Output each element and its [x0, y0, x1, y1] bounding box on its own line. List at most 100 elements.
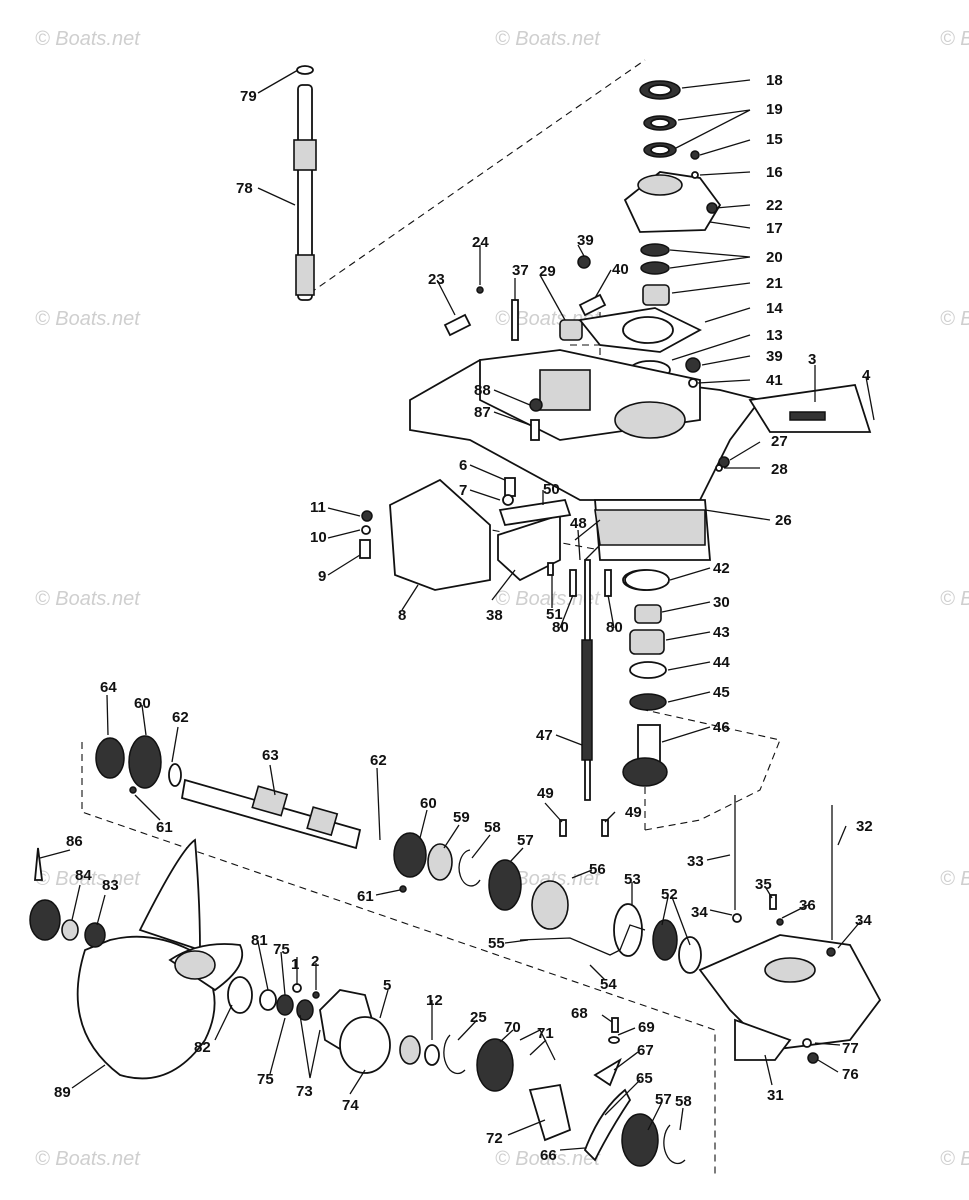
part-label: 35: [755, 876, 772, 893]
part-label: 57: [517, 832, 534, 849]
bearing-housing: [698, 795, 882, 1061]
part-label: 32: [856, 818, 873, 835]
watermark-text: © Boats.net: [35, 1148, 141, 1170]
part-label: 77: [842, 1040, 859, 1057]
part-label: 60: [420, 795, 437, 812]
part-label: 52: [661, 886, 678, 903]
part-label: 12: [426, 992, 443, 1009]
watermark-text: © Boats.net: [35, 588, 141, 610]
part-label: 6: [459, 457, 467, 474]
part-label: 42: [713, 560, 730, 577]
part-label: 80: [552, 619, 569, 636]
part-label: 14: [766, 300, 783, 317]
part-label: 18: [766, 72, 783, 89]
part-label: 51: [546, 606, 563, 623]
propeller-shaft: [95, 735, 362, 850]
part-label: 34: [855, 912, 872, 929]
part-label: 27: [771, 433, 788, 450]
part-label: 83: [102, 877, 119, 894]
bearing-stack: [578, 80, 722, 380]
part-label: 49: [625, 804, 642, 821]
part-label: 26: [775, 512, 792, 529]
part-label: 22: [766, 197, 783, 214]
part-label: 56: [589, 861, 606, 878]
watermark-text: © Boats.net: [940, 588, 969, 610]
part-label: 30: [713, 594, 730, 611]
pinion-stack: [622, 569, 668, 787]
watermark-text: © Boats.net: [940, 28, 969, 50]
part-label: 43: [713, 624, 730, 641]
part-label: 68: [571, 1005, 588, 1022]
watermark-text: © Boats.net: [940, 1148, 969, 1170]
part-label: 19: [766, 101, 783, 118]
forward-gear-group: [393, 832, 702, 974]
part-label: 13: [766, 327, 783, 344]
part-label: 36: [799, 897, 816, 914]
part-label: 57: [655, 1091, 672, 1108]
watermark-text: © Boats.net: [35, 868, 141, 890]
part-label: 45: [713, 684, 730, 701]
gear-housing: [409, 349, 762, 561]
part-label: 31: [767, 1087, 784, 1104]
part-label: 48: [570, 515, 587, 532]
part-label: 7: [459, 482, 467, 499]
part-label: 2: [311, 953, 319, 970]
part-label: 58: [675, 1093, 692, 1110]
part-label: 39: [577, 232, 594, 249]
part-label: 25: [470, 1009, 487, 1026]
part-label: 29: [539, 263, 556, 280]
trim-tab: [748, 384, 872, 433]
part-label: 37: [512, 262, 529, 279]
part-label: 15: [766, 131, 783, 148]
part-label: 55: [488, 935, 505, 952]
watermark-text: © Boats.net: [495, 28, 601, 50]
part-label: 79: [240, 88, 257, 105]
part-label: 50: [543, 481, 560, 498]
part-label: 47: [536, 727, 553, 744]
part-label: 71: [537, 1025, 554, 1042]
part-label: 10: [310, 529, 327, 546]
hardware: [34, 150, 836, 1064]
part-label: 58: [484, 819, 501, 836]
part-label: 88: [474, 382, 491, 399]
watermark-text: © Boats.net: [940, 308, 969, 330]
part-label: 86: [66, 833, 83, 850]
part-label: 69: [638, 1019, 655, 1036]
part-label: 40: [612, 261, 629, 278]
part-label: 4: [862, 367, 871, 384]
part-label: 28: [771, 461, 788, 478]
callout-lines: [39, 69, 875, 1151]
part-label: 76: [842, 1066, 859, 1083]
part-label: 81: [251, 932, 268, 949]
part-label: 62: [172, 709, 189, 726]
part-label: 16: [766, 164, 783, 181]
shift-rod: [574, 519, 601, 801]
part-label: 9: [318, 568, 326, 585]
propeller: [29, 838, 391, 1080]
part-label: 66: [540, 1147, 557, 1164]
part-label: 54: [600, 976, 617, 993]
part-label: 72: [486, 1130, 503, 1147]
part-label: 60: [134, 695, 151, 712]
part-label: 74: [342, 1097, 359, 1114]
part-label: 17: [766, 220, 783, 237]
part-label: 11: [310, 499, 326, 516]
part-label: 65: [636, 1070, 653, 1087]
part-label: 46: [713, 719, 730, 736]
part-label: 8: [398, 607, 406, 624]
part-label: 59: [453, 809, 470, 826]
part-label: 44: [713, 654, 730, 671]
part-label: 49: [537, 785, 554, 802]
part-label: 84: [75, 867, 92, 884]
part-label: 38: [486, 607, 503, 624]
part-label: 33: [687, 853, 704, 870]
part-label: 80: [606, 619, 623, 636]
part-label: 39: [766, 348, 783, 365]
part-label: 24: [472, 234, 489, 251]
driveshaft: [293, 65, 317, 301]
part-label: 64: [100, 679, 117, 696]
watermark-text: © Boats.net: [495, 1148, 601, 1170]
part-label: 82: [194, 1039, 211, 1056]
watermark-text: © Boats.net: [35, 308, 141, 330]
part-label: 23: [428, 271, 445, 288]
